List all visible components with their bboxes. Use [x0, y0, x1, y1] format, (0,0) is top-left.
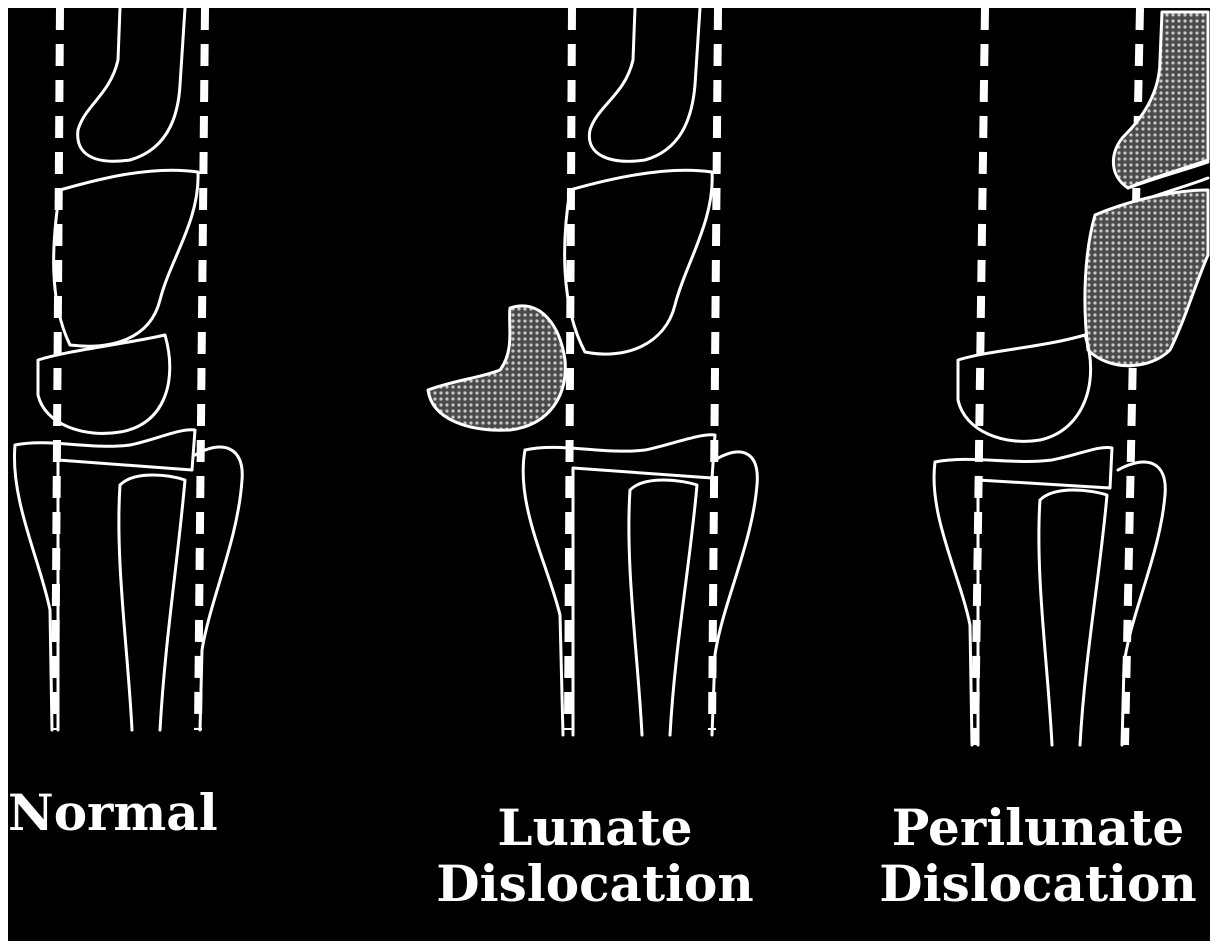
label-lunate-line-1: Lunate	[420, 800, 770, 856]
scaphoid-bone	[54, 170, 198, 346]
dislocated-lunate-bone	[428, 306, 565, 430]
ulna-bone	[712, 452, 757, 735]
panel-lunate	[428, 8, 757, 735]
capitate-bone	[78, 8, 185, 161]
guide-line-right	[712, 8, 718, 730]
label-normal-line-1: Normal	[8, 785, 233, 841]
panel-perilunate	[934, 8, 1208, 745]
label-lunate-dislocation: Lunate Dislocation	[420, 800, 770, 912]
radius-bone	[934, 447, 1112, 745]
capitate-bone	[589, 8, 700, 161]
guide-line-right	[198, 8, 205, 730]
label-normal: Normal	[8, 785, 233, 841]
label-perilunate-dislocation: Perilunate Dislocation	[868, 800, 1208, 912]
label-perilunate-line-2: Dislocation	[868, 856, 1208, 912]
panel-normal	[14, 8, 242, 730]
displaced-carpal-bone	[1085, 190, 1208, 366]
displaced-capitate-bone	[1113, 12, 1208, 188]
capitate-body	[565, 170, 713, 354]
ulnar-styloid	[1039, 490, 1107, 745]
ulnar-styloid	[119, 475, 185, 730]
label-perilunate-line-1: Perilunate	[868, 800, 1208, 856]
ulnar-styloid	[629, 480, 697, 735]
label-lunate-line-2: Dislocation	[420, 856, 770, 912]
guide-line-left	[568, 8, 572, 730]
